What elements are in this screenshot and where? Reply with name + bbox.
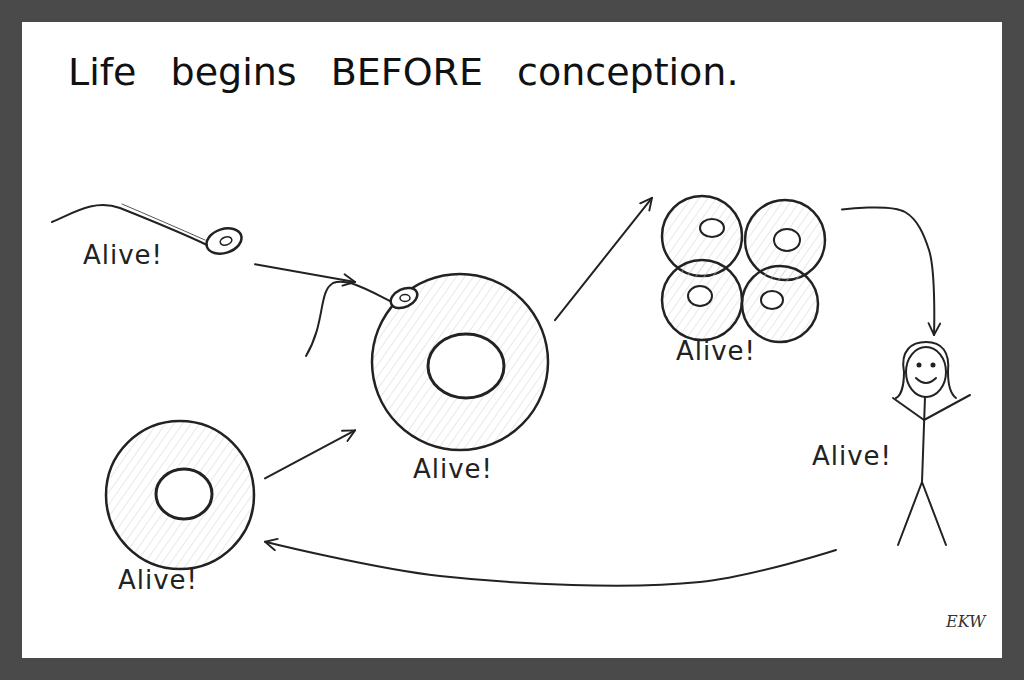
sperm-cell: Alive! xyxy=(45,185,255,295)
node-label: Alive! xyxy=(812,441,892,471)
four-cell-drawing xyxy=(662,196,825,342)
node-label: Alive! xyxy=(676,336,756,366)
node-label: Alive! xyxy=(413,454,493,484)
stick-person: Alive! xyxy=(808,335,983,550)
arrow-connector xyxy=(555,198,652,320)
node-label: Alive! xyxy=(118,565,198,595)
signature: EKW xyxy=(946,612,986,631)
egg-drawing xyxy=(106,421,254,569)
arrow-connector xyxy=(265,430,355,478)
arrow-connector xyxy=(255,264,355,282)
egg-cell: Alive! xyxy=(100,415,265,607)
arrow-connector xyxy=(265,542,836,586)
stick-person-drawing xyxy=(893,342,970,545)
fertilized-egg: Alive! xyxy=(355,282,555,494)
arrow-connector xyxy=(842,207,934,335)
node-label: Alive! xyxy=(83,240,163,270)
title: Life begins BEFORE conception. xyxy=(68,50,739,94)
cell-cluster: Alive! xyxy=(652,190,842,385)
fertilized-egg-drawing xyxy=(306,274,548,450)
